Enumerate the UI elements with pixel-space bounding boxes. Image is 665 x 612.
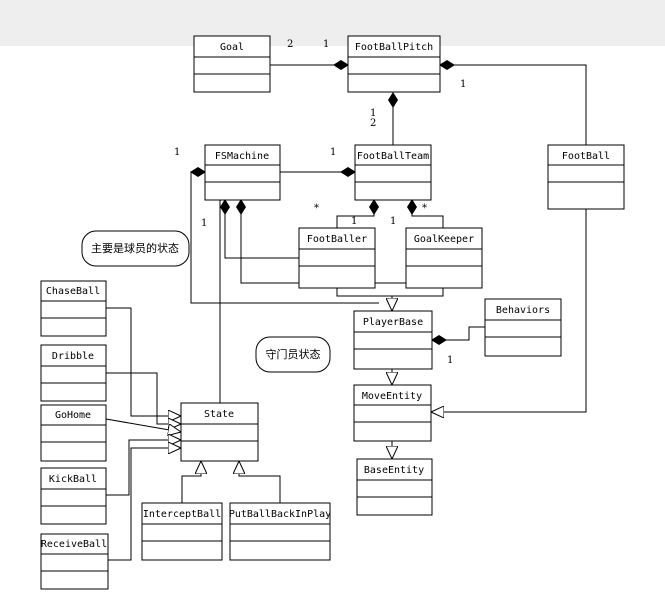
class-name: FootBallPitch (355, 42, 433, 53)
class-name: Behaviors (496, 305, 550, 316)
multiplicity: 1 (351, 216, 357, 227)
class-football[interactable]: FootBall (547, 144, 625, 210)
gohome-inherits-state (105, 418, 181, 432)
class-go-home[interactable]: GoHome (40, 404, 107, 462)
class-name: ChaseBall (46, 286, 100, 297)
multiplicity: 1 (447, 355, 453, 366)
class-name: BaseEntity (364, 465, 424, 476)
receiveball-inherits-state (108, 448, 181, 561)
goalkeeper-team-composition (407, 199, 444, 228)
chaseball-inherits-state (106, 307, 181, 416)
class-name: Dribble (52, 351, 94, 362)
footballer-inherits-playerbase (336, 288, 392, 311)
multiplicity: 2 (287, 39, 293, 50)
class-put-ball-back-in-play[interactable]: PutBallBackInPlay (229, 502, 331, 561)
class-name: GoalKeeper (414, 234, 474, 245)
class-name: FootBaller (307, 234, 367, 245)
multiplicity: 1 (460, 79, 466, 90)
class-fs-machine[interactable]: FSMachine (204, 144, 281, 201)
class-state[interactable]: State (180, 402, 259, 462)
multiplicity: * (422, 203, 427, 214)
class-name: PlayerBase (363, 317, 423, 328)
football-pitch-composition (439, 60, 587, 145)
multiplicity: 1 (201, 218, 207, 229)
class-base-entity[interactable]: BaseEntity (356, 458, 433, 516)
kickball-inherits-state (106, 440, 181, 496)
class-footballer[interactable]: FootBaller (298, 227, 376, 289)
class-name: State (204, 409, 234, 420)
class-name: MoveEntity (362, 391, 422, 402)
class-name: Goal (220, 42, 244, 53)
class-behaviors[interactable]: Behaviors (484, 298, 562, 357)
multiplicity: 1 (323, 39, 329, 50)
multiplicity: 2 (370, 118, 376, 129)
class-intercept-ball[interactable]: InterceptBall (141, 502, 223, 561)
multiplicity: 1 (330, 147, 336, 158)
multiplicity: 1 (370, 108, 376, 119)
interceptball-inherits-state (181, 461, 201, 503)
class-name: PutBallBackInPlay (229, 509, 331, 520)
class-goal[interactable]: Goal (193, 35, 271, 93)
class-player-base[interactable]: PlayerBase (353, 310, 433, 370)
multiplicity: 1 (390, 216, 396, 227)
note-goalkeeper-states: 守门员状态 (255, 336, 331, 373)
class-football-pitch[interactable]: FootBallPitch (347, 35, 441, 93)
football-inherits-moveentity (431, 209, 587, 412)
goalkeeper-inherits-playerbase (392, 288, 444, 297)
footballer-team-composition (336, 199, 379, 228)
class-kick-ball[interactable]: KickBall (40, 467, 107, 525)
class-name: FootBall (562, 151, 610, 162)
note-text: 守门员状态 (266, 347, 321, 361)
class-name: ReceiveBall (41, 539, 107, 550)
behaviors-playerbase-composition (431, 326, 485, 345)
top-band (0, 0, 665, 46)
class-name: KickBall (49, 474, 97, 485)
class-name: GoHome (55, 410, 91, 421)
playerbase-fsm-composition (190, 167, 379, 304)
class-dribble[interactable]: Dribble (40, 344, 107, 402)
note-text: 主要是球员的状态 (91, 241, 179, 255)
class-football-team[interactable]: FootBallTeam (354, 144, 432, 201)
class-receive-ball[interactable]: ReceiveBall (40, 533, 109, 590)
putballback-inherits-state (239, 461, 281, 503)
class-chase-ball[interactable]: ChaseBall (40, 280, 107, 337)
class-name: InterceptBall (143, 509, 221, 520)
class-goal-keeper[interactable]: GoalKeeper (405, 227, 483, 289)
multiplicity: 1 (174, 147, 180, 158)
class-move-entity[interactable]: MoveEntity (353, 384, 432, 442)
class-name: FSMachine (215, 151, 269, 162)
multiplicity: * (314, 203, 319, 214)
multiplicity-labels: 2 1 1 1 2 1 1 1 * 1 1 * 1 (174, 39, 466, 366)
class-name: FootBallTeam (357, 151, 429, 162)
note-player-states: 主要是球员的状态 (81, 230, 190, 267)
footballer-fsm-composition (220, 199, 299, 259)
